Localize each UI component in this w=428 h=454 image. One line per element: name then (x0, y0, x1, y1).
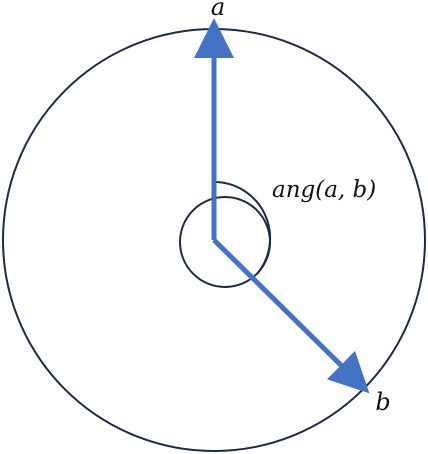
angle-label: ang(a, b) (272, 177, 376, 203)
vector-b-arrow (212, 238, 370, 394)
angle-arc (213, 180, 272, 275)
vector-b-label: b (375, 388, 390, 416)
vector-a-label: a (211, 0, 225, 21)
inner-circle (179, 196, 271, 288)
